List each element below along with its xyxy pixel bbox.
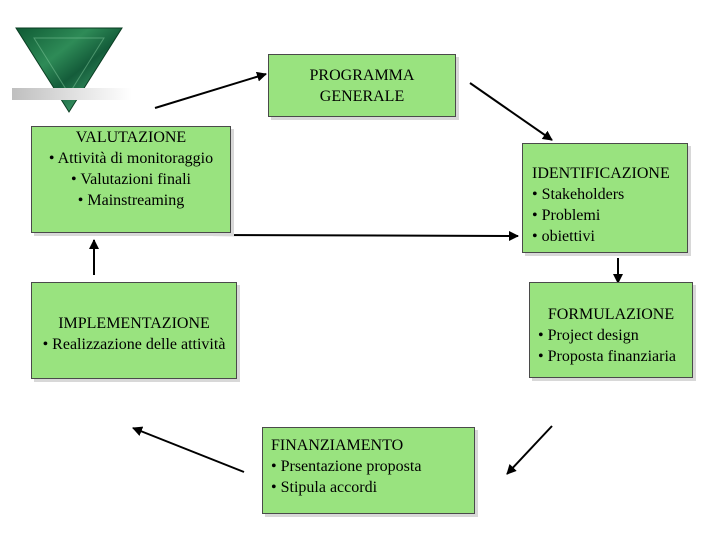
- implementazione-title: IMPLEMENTAZIONE: [58, 315, 210, 332]
- implementazione-item-1: • Realizzazione delle attività: [42, 336, 226, 353]
- arrow-to-programma: [154, 71, 267, 109]
- green-triangle-logo-icon: [12, 27, 132, 113]
- formulazione-item-2: • Proposta finanziaria: [538, 348, 676, 365]
- programma-line-2: GENERALE: [319, 88, 405, 105]
- finanziamento-title: FINANZIAMENTO: [271, 437, 404, 454]
- arrow-valutazione-to-identificazione: [207, 230, 519, 241]
- valutazione-item-2: • Valutazioni finali: [71, 171, 191, 188]
- valutazione-item-3: • Mainstreaming: [77, 192, 185, 209]
- identificazione-box: IDENTIFICAZIONE • Stakeholders • Problem…: [522, 143, 688, 253]
- formulazione-title: FORMULAZIONE: [547, 306, 675, 323]
- implementazione-box: IMPLEMENTAZIONE • Realizzazione delle at…: [31, 282, 237, 379]
- finanziamento-box: FINANZIAMENTO • Prsentazione proposta • …: [262, 427, 475, 514]
- identificazione-item-1: • Stakeholders: [532, 186, 625, 203]
- identificazione-item-3: • obiettivi: [532, 228, 595, 245]
- arrow-to-finanziamento: [506, 425, 553, 475]
- finanziamento-item-1: • Prsentazione proposta: [271, 458, 422, 475]
- arrow-to-identificazione: [469, 82, 553, 141]
- valutazione-title: VALUTAZIONE: [75, 129, 187, 146]
- identificazione-item-2: • Problemi: [532, 207, 601, 224]
- identificazione-title: IDENTIFICAZIONE: [532, 165, 670, 182]
- programma-generale-box: PROGRAMMA GENERALE: [268, 54, 456, 117]
- valutazione-box: VALUTAZIONE • Attività di monitoraggio •…: [31, 126, 231, 233]
- formulazione-item-1: • Project design: [538, 327, 639, 344]
- arrow-to-implementazione: [132, 426, 245, 473]
- formulazione-box: FORMULAZIONE • Project design • Proposta…: [529, 282, 693, 378]
- finanziamento-item-2: • Stipula accordi: [271, 479, 378, 496]
- valutazione-item-1: • Attività di monitoraggio: [48, 150, 214, 167]
- programma-line-1: PROGRAMMA: [309, 67, 415, 84]
